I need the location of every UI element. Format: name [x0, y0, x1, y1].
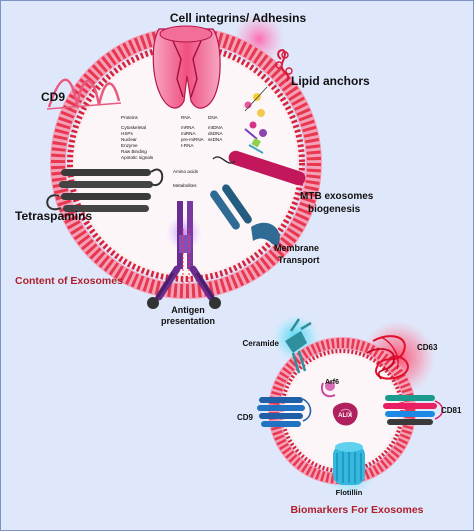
cd9-label: CD9 — [41, 90, 65, 104]
membrane-transport-label-line1: Membrane — [274, 243, 319, 253]
cd9-biomarker-label: CD9 — [237, 413, 254, 422]
protein-item: Cytoskeletal — [121, 125, 146, 130]
cd81-label: CD81 — [441, 406, 462, 415]
rna-item: pre-miRNA — [181, 137, 205, 142]
protein-item: HSPs — [121, 131, 133, 136]
cd63-label: CD63 — [417, 343, 438, 352]
cd81-protein-icon — [383, 395, 444, 425]
cd63-protein-icon — [366, 335, 409, 380]
proteins-header: Proteins — [121, 115, 139, 120]
antigen-label-line1: Antigen — [171, 305, 205, 315]
metabolites-label: Metabolites — [173, 183, 197, 188]
protein-item: Enzyme — [121, 143, 138, 148]
antigen-label-line2: presentation — [161, 316, 215, 326]
exosome-lumen — [75, 52, 297, 274]
amino-acids-label: Amino acids — [173, 169, 199, 174]
integrins-label: Cell integrins/ Adhesins — [170, 11, 307, 25]
mtb-exosome-rod-icon — [212, 150, 306, 186]
content-of-exosomes-title: Content of Exosomes — [15, 275, 123, 287]
dna-item: dsDNA — [208, 131, 223, 136]
flotillin-label: Flotillin — [336, 488, 363, 497]
arf6-label: Arf6 — [325, 379, 339, 386]
cd9-tetraspanin-icon — [46, 78, 122, 110]
rna-item: mRNA — [181, 125, 195, 130]
dna-item: ssDNA — [208, 137, 223, 142]
biomarkers-title: Biomarkers For Exosomes — [290, 504, 423, 516]
antigen-presentation-icon — [147, 201, 221, 309]
alix-protein-icon — [332, 402, 358, 426]
main-exosome: Proteins RNA DNA Cytoskeletal HSPs Nucle… — [46, 13, 322, 309]
lipid-anchor-icon — [244, 49, 293, 154]
integrin-protein-icon — [152, 25, 221, 109]
membrane-transport-icon — [210, 184, 280, 247]
dna-item: mtDNA — [208, 125, 224, 130]
dna-header: DNA — [208, 115, 219, 120]
rna-header: RNA — [181, 115, 192, 120]
mtb-label-line2: biogenesis — [308, 204, 361, 215]
tetraspanin-icon — [46, 168, 164, 212]
protein-item: Raw Binding — [121, 149, 147, 154]
tetraspanins-label: Tetraspamins — [15, 209, 92, 223]
arf6-protein-icon — [321, 381, 336, 398]
exosome-content-table: Proteins RNA DNA Cytoskeletal HSPs Nucle… — [121, 115, 224, 188]
mtb-label-line1: MTB exosomes — [300, 191, 374, 202]
biomarker-exosome — [257, 314, 444, 497]
rna-item: t-RNA — [181, 143, 194, 148]
alix-label: ALIX — [338, 413, 352, 419]
flotillin-protein-icon — [333, 442, 365, 485]
membrane-transport-label-line2: Transport — [278, 255, 320, 265]
cd9-biomarker-icon — [257, 397, 312, 427]
lipid-anchors-label: Lipid anchors — [291, 74, 370, 88]
protein-item: Nuclear — [121, 137, 137, 142]
ceramide-icon — [285, 318, 312, 374]
protein-item: Apototic signals — [121, 155, 154, 160]
rna-item: miRNA — [181, 131, 196, 136]
ceramide-label: Ceramide — [243, 339, 280, 348]
